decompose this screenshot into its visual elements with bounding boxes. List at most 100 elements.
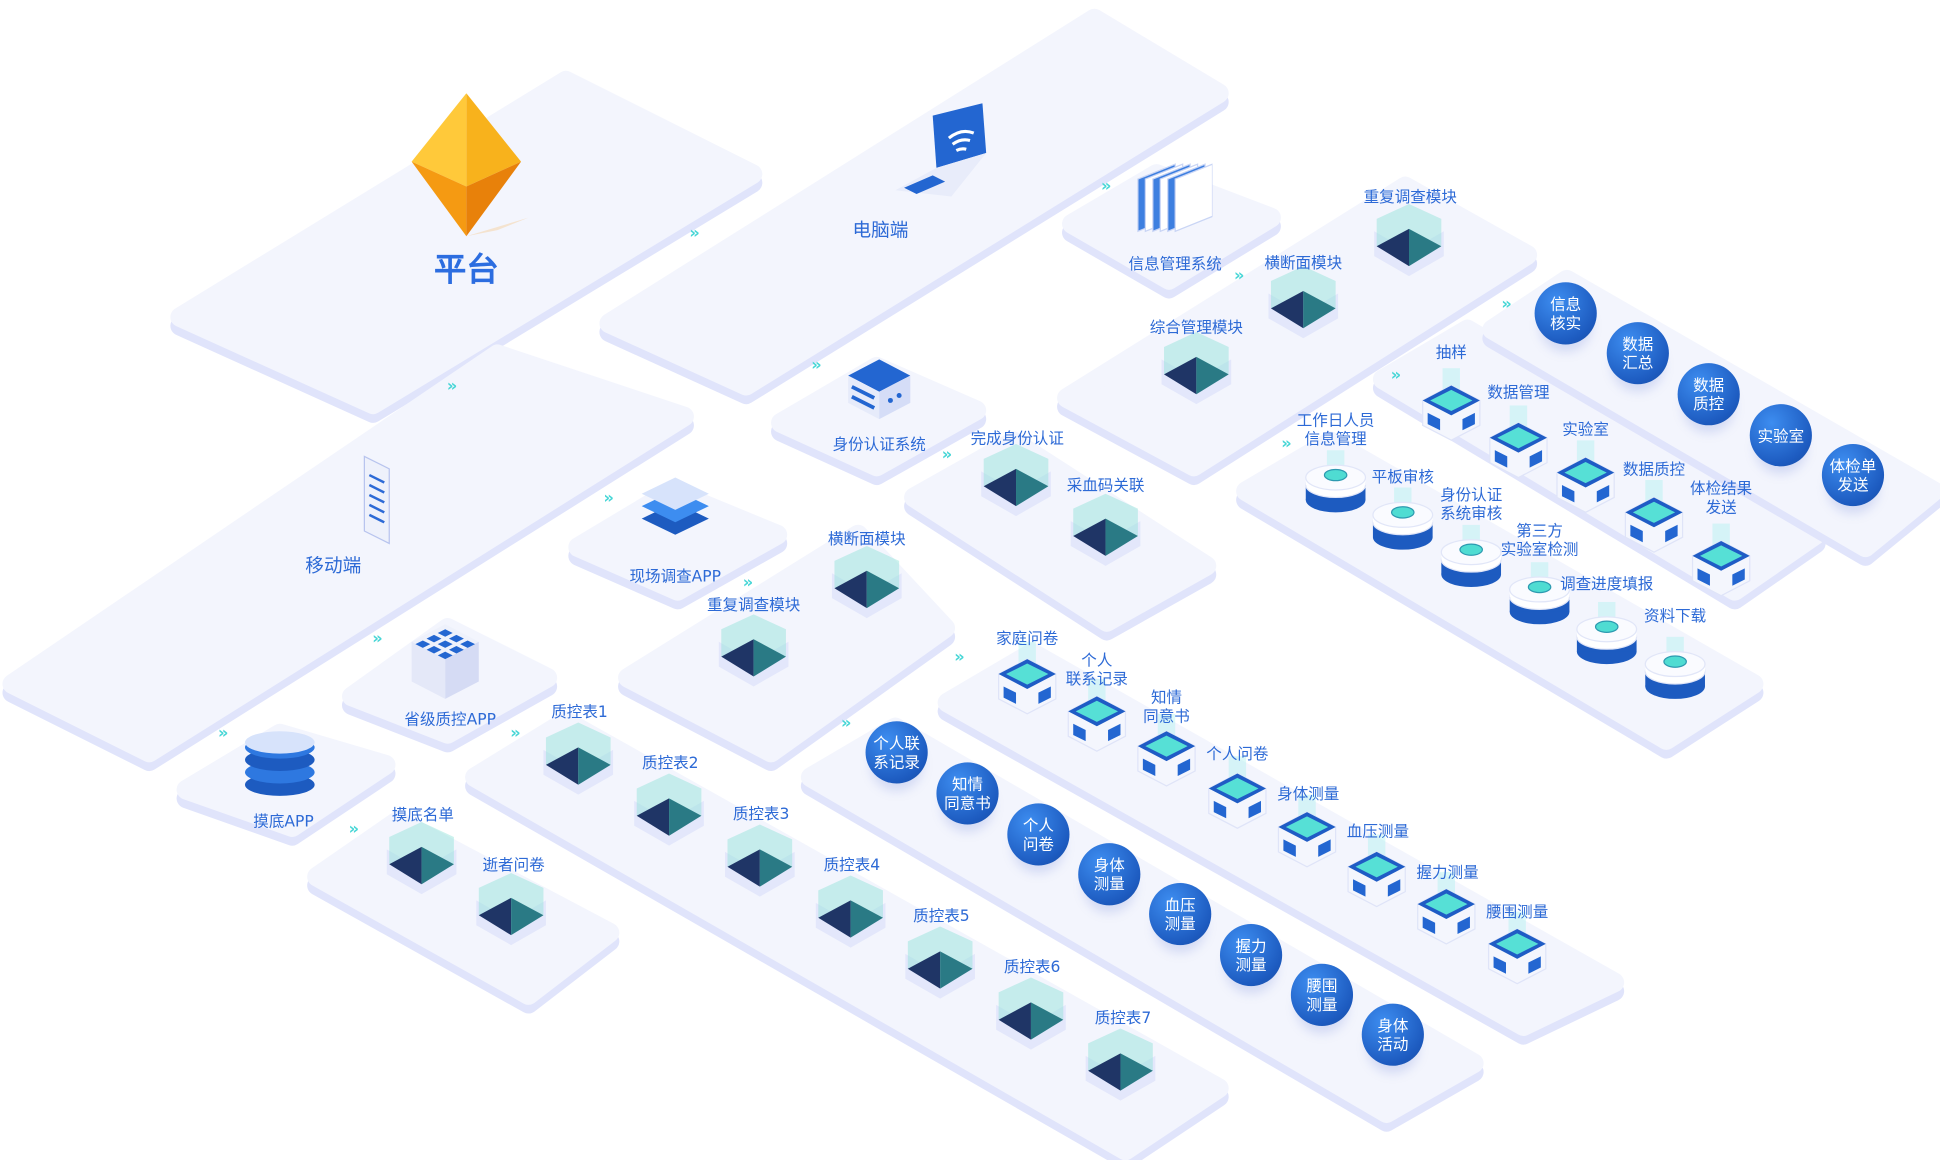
module-cube-icon xyxy=(382,820,462,902)
panel xyxy=(2,344,694,763)
diamond-logo-icon xyxy=(411,93,529,237)
storage-cylinder-icon xyxy=(1438,524,1505,595)
pc-client-label: 电脑端 xyxy=(852,218,909,242)
double-chevron-icon: » xyxy=(1281,434,1292,454)
storage-cylinder-icon xyxy=(1573,601,1640,672)
function-circle: 知情 同意书 xyxy=(936,762,999,825)
function-circle: 信息 核实 xyxy=(1534,282,1597,345)
terminal-device-icon xyxy=(1343,834,1410,914)
module-label: 摸底名单 xyxy=(391,805,454,824)
system-label: 身份认证系统 xyxy=(832,434,926,454)
device-label: 身体测量 xyxy=(1277,784,1340,803)
module-cube-icon xyxy=(976,441,1056,523)
function-circle: 体检单 发送 xyxy=(1821,443,1885,507)
double-chevron-icon: » xyxy=(1100,177,1112,196)
module-cube-icon xyxy=(538,720,618,802)
function-circle: 腰围 测量 xyxy=(1290,963,1354,1026)
grid-cube-icon xyxy=(402,614,489,709)
double-chevron-icon: » xyxy=(372,629,383,649)
module-cube-icon xyxy=(720,822,800,904)
module-label: 质控表2 xyxy=(642,752,699,772)
function-circle: 个人 问卷 xyxy=(1007,803,1070,866)
double-chevron-icon: » xyxy=(841,714,852,734)
module-label: 重复调查模块 xyxy=(1363,187,1457,206)
terminal-device-icon xyxy=(1413,871,1480,952)
double-chevron-icon: » xyxy=(446,377,458,397)
system-label: 摸底APP xyxy=(253,811,314,831)
module-cube-icon xyxy=(1157,330,1237,412)
module-cube-icon xyxy=(811,873,891,955)
device-label: 体检结果 发送 xyxy=(1690,478,1753,517)
device-label: 个人 联系记录 xyxy=(1065,650,1128,688)
cylinder-label: 资料下载 xyxy=(1644,606,1707,625)
terminal-device-icon xyxy=(1620,480,1687,560)
module-cube-icon xyxy=(629,771,709,853)
cylinder-label: 平板审核 xyxy=(1371,466,1434,486)
layers-icon xyxy=(632,469,719,564)
storage-cylinder-icon xyxy=(1302,450,1369,520)
laptop-icon xyxy=(895,103,987,197)
device-label: 个人问卷 xyxy=(1206,744,1269,763)
device-label: 实验室 xyxy=(1562,419,1609,439)
function-circle: 握力 测量 xyxy=(1219,923,1283,987)
module-label: 质控表3 xyxy=(732,803,790,823)
function-circle: 实验室 xyxy=(1749,404,1812,467)
module-cube-icon xyxy=(714,612,794,694)
module-label: 质控表5 xyxy=(913,905,970,925)
storage-cylinder-icon xyxy=(1506,562,1573,632)
double-chevron-icon: » xyxy=(217,724,229,744)
device-label: 数据管理 xyxy=(1487,382,1550,402)
double-chevron-icon: » xyxy=(811,356,822,375)
device-label: 家庭问卷 xyxy=(996,628,1059,648)
module-cube-icon xyxy=(1066,491,1146,573)
cylinder-label: 调查进度填报 xyxy=(1560,573,1654,593)
system-label: 省级质控APP xyxy=(404,709,496,729)
function-circle: 身体 活动 xyxy=(1361,1003,1424,1066)
device-label: 抽样 xyxy=(1435,342,1467,362)
terminal-device-icon xyxy=(1485,405,1552,485)
module-label: 质控表7 xyxy=(1094,1007,1152,1027)
module-cube-icon xyxy=(900,924,980,1006)
double-chevron-icon: » xyxy=(348,820,360,839)
storage-cylinder-icon xyxy=(1642,636,1709,707)
module-cube-icon xyxy=(991,975,1071,1057)
module-label: 质控表1 xyxy=(551,702,608,721)
module-cube-icon xyxy=(827,543,907,625)
function-circle: 数据 质控 xyxy=(1677,363,1740,426)
device-label: 数据质控 xyxy=(1622,459,1686,479)
device-label: 腰围测量 xyxy=(1486,902,1549,921)
cylinder-label: 身份认证 系统审核 xyxy=(1440,485,1503,523)
function-circle: 数据 汇总 xyxy=(1606,322,1669,385)
function-circle: 个人联 系记录 xyxy=(865,721,928,784)
module-label: 完成身份认证 xyxy=(970,428,1064,448)
double-chevron-icon: » xyxy=(1501,295,1512,315)
terminal-device-icon xyxy=(1418,368,1485,448)
double-chevron-icon: » xyxy=(1234,266,1245,286)
database-icon xyxy=(236,720,323,815)
terminal-device-icon xyxy=(1484,911,1551,992)
module-cube-icon xyxy=(1081,1026,1161,1108)
terminal-device-icon xyxy=(1688,523,1755,604)
terminal-device-icon xyxy=(1552,440,1619,520)
double-chevron-icon: » xyxy=(954,648,965,668)
double-chevron-icon: » xyxy=(742,573,754,593)
module-cube-icon xyxy=(471,871,551,953)
mobile-client-label: 移动端 xyxy=(305,554,362,578)
double-chevron-icon: » xyxy=(1390,366,1402,385)
terminal-device-icon xyxy=(1133,713,1200,794)
platform-label: 平台 xyxy=(434,251,499,290)
terminal-device-icon xyxy=(1204,756,1271,836)
device-label: 血压测量 xyxy=(1346,821,1410,841)
double-chevron-icon: » xyxy=(941,445,953,465)
module-label: 重复调查模块 xyxy=(706,595,801,614)
module-label: 综合管理模块 xyxy=(1149,317,1243,337)
module-label: 质控表4 xyxy=(823,854,881,874)
function-circle: 身体 测量 xyxy=(1078,843,1141,906)
device-label: 握力测量 xyxy=(1416,862,1479,882)
system-label: 信息管理系统 xyxy=(1128,254,1222,273)
cylinder-label: 第三方 实验室检测 xyxy=(1500,521,1579,559)
module-label: 采血码关联 xyxy=(1066,475,1145,495)
storage-cylinder-icon xyxy=(1369,487,1436,557)
panel xyxy=(568,481,788,601)
